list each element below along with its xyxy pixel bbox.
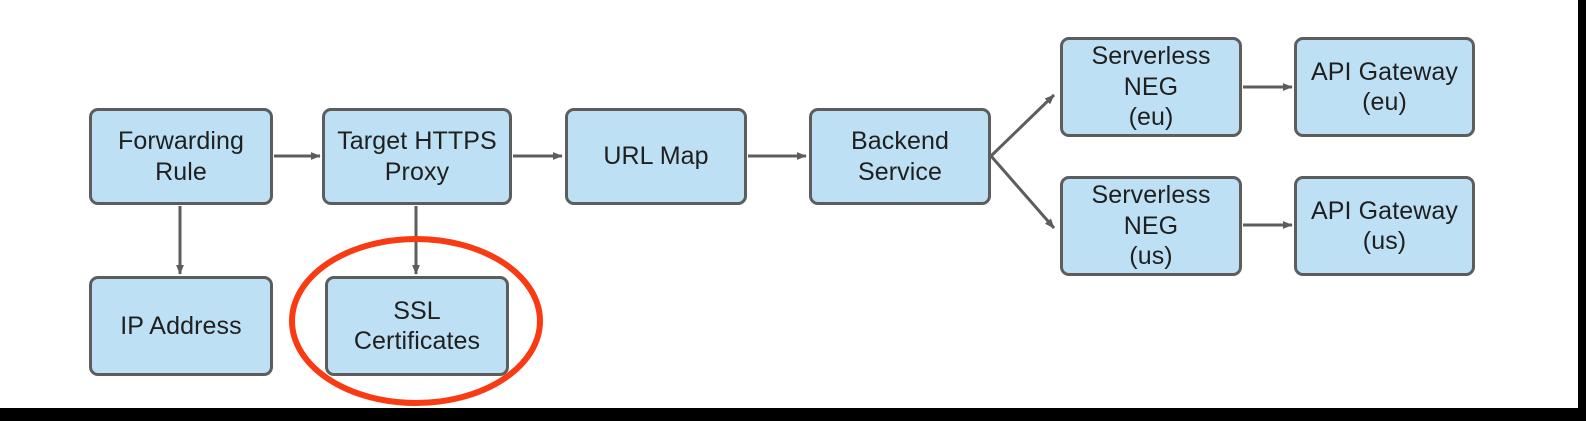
- node-forwarding-rule[interactable]: Forwarding Rule: [89, 108, 273, 205]
- node-ip-address[interactable]: IP Address: [89, 276, 273, 376]
- node-url-map[interactable]: URL Map: [565, 108, 747, 205]
- node-ssl-certificates[interactable]: SSL Certificates: [325, 276, 509, 376]
- node-api-gateway-eu[interactable]: API Gateway (eu): [1294, 37, 1475, 137]
- node-serverless-neg-eu[interactable]: Serverless NEG (eu): [1060, 37, 1242, 137]
- edge-backend-service-to-serverless-neg-us: [989, 155, 1056, 229]
- node-target-https-proxy[interactable]: Target HTTPS Proxy: [322, 108, 512, 205]
- edge-backend-service-to-serverless-neg-eu: [989, 93, 1056, 158]
- node-api-gateway-us[interactable]: API Gateway (us): [1294, 176, 1475, 276]
- node-serverless-neg-us[interactable]: Serverless NEG (us): [1060, 176, 1242, 276]
- node-backend-service[interactable]: Backend Service: [809, 108, 991, 205]
